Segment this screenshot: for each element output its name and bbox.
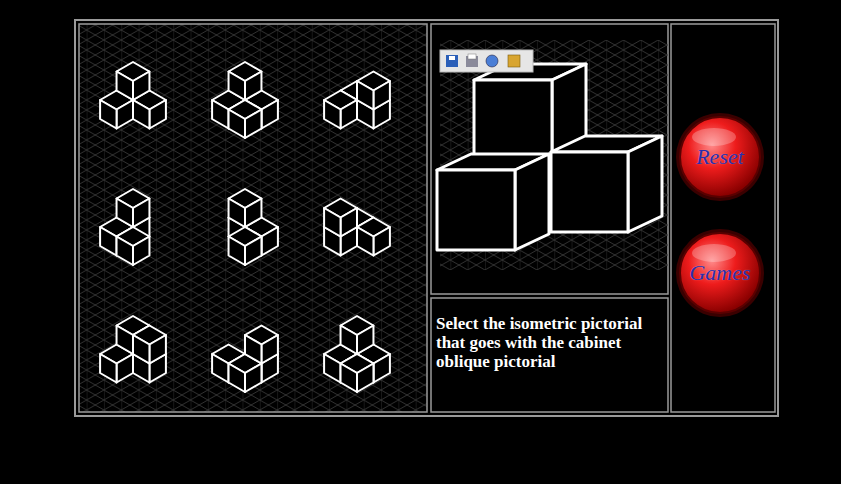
cube-face bbox=[117, 199, 133, 228]
node-text: Select the isometric pictorial that goes… bbox=[436, 314, 662, 371]
iso-figure bbox=[229, 189, 278, 265]
cube-face bbox=[117, 354, 133, 383]
cube-face bbox=[357, 364, 373, 393]
cube-face bbox=[341, 208, 357, 237]
cube-face bbox=[133, 335, 149, 364]
outer-frame bbox=[75, 20, 778, 416]
cube-face bbox=[117, 237, 133, 266]
iso-figure bbox=[100, 316, 166, 383]
cube-face bbox=[341, 326, 357, 355]
cube-face bbox=[117, 100, 133, 129]
cube-face bbox=[324, 100, 340, 129]
node-text: Games bbox=[689, 260, 750, 286]
cube-face bbox=[324, 208, 340, 237]
cube-face bbox=[245, 335, 261, 364]
button-ring bbox=[676, 229, 764, 317]
cube-face bbox=[212, 100, 228, 129]
cabinet-oblique-figure bbox=[437, 64, 662, 250]
cube-face bbox=[261, 227, 277, 256]
cube-face bbox=[245, 364, 261, 393]
oblique-face bbox=[474, 80, 552, 160]
cube-face bbox=[133, 100, 149, 129]
iso-figure bbox=[324, 199, 390, 256]
cube-face bbox=[100, 354, 116, 383]
button-highlight bbox=[692, 244, 736, 262]
games-button: Games bbox=[678, 231, 762, 315]
isometric-choices bbox=[100, 62, 390, 392]
oblique-face bbox=[551, 152, 628, 232]
cube-face bbox=[373, 227, 389, 256]
iso-figure bbox=[100, 62, 166, 129]
oblique-cube bbox=[437, 154, 549, 250]
mail-icon bbox=[486, 55, 498, 67]
cube-face bbox=[245, 72, 261, 101]
oblique-panel bbox=[431, 24, 668, 294]
button-highlight bbox=[692, 128, 736, 146]
choices-panel bbox=[79, 24, 427, 412]
instruction-panel bbox=[431, 298, 668, 412]
cube-face bbox=[133, 199, 149, 228]
iso-figure bbox=[100, 189, 149, 265]
toolbar-bg bbox=[440, 50, 533, 72]
cube-face bbox=[373, 81, 389, 110]
cube-face bbox=[212, 354, 228, 383]
buttons-art bbox=[676, 113, 764, 317]
iso-figure bbox=[324, 72, 390, 129]
iso-figure bbox=[212, 326, 278, 393]
cube-face bbox=[133, 237, 149, 266]
cube-face bbox=[261, 100, 277, 129]
save-icon-label bbox=[449, 56, 455, 60]
cube-face bbox=[100, 227, 116, 256]
buttons-panel bbox=[671, 24, 775, 412]
cube-face bbox=[245, 237, 261, 266]
red-button bbox=[680, 233, 760, 313]
toolbar bbox=[440, 50, 533, 72]
cube-face bbox=[100, 100, 116, 129]
cube-face bbox=[117, 326, 133, 355]
cube-face bbox=[117, 72, 133, 101]
button-ring bbox=[676, 113, 764, 201]
cube-face bbox=[341, 100, 357, 129]
cube-face bbox=[341, 364, 357, 393]
cube-face bbox=[149, 100, 165, 129]
cube-face bbox=[149, 335, 165, 364]
oblique-face bbox=[515, 154, 549, 250]
cube-face bbox=[357, 227, 373, 256]
cube-face bbox=[133, 72, 149, 101]
cube-face bbox=[357, 81, 373, 110]
cube-face bbox=[373, 354, 389, 383]
iso-figure bbox=[212, 62, 278, 138]
cube-face bbox=[229, 199, 245, 228]
cube-face bbox=[324, 354, 340, 383]
oblique-face bbox=[628, 136, 662, 232]
cube-face bbox=[261, 335, 277, 364]
node-text: Reset bbox=[696, 144, 744, 170]
iso-figure bbox=[324, 316, 390, 392]
cube-face bbox=[245, 110, 261, 139]
cube-face bbox=[357, 326, 373, 355]
cube-face bbox=[229, 72, 245, 101]
save-icon bbox=[446, 55, 458, 67]
cube-face bbox=[229, 237, 245, 266]
folder-icon bbox=[508, 55, 520, 67]
cube-face bbox=[245, 199, 261, 228]
red-button bbox=[680, 117, 760, 197]
instruction-text-box: Select the isometric pictorial that goes… bbox=[432, 310, 666, 406]
cube-face bbox=[229, 110, 245, 139]
oblique-face bbox=[437, 170, 515, 250]
reset-button: Reset bbox=[678, 115, 762, 199]
cube-face bbox=[229, 364, 245, 393]
oblique-cube bbox=[551, 136, 662, 232]
print-paper bbox=[468, 54, 476, 59]
